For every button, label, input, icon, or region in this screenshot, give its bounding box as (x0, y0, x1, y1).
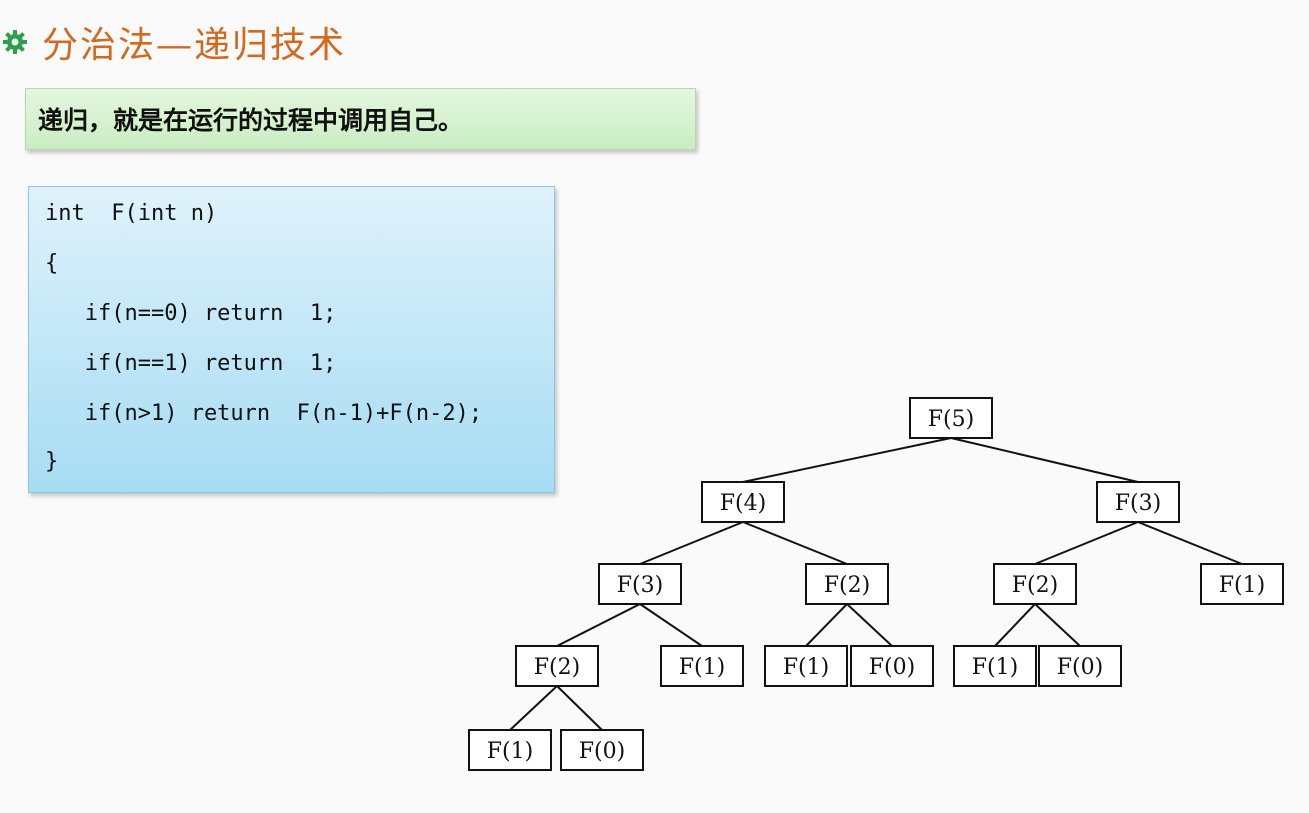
tree-node-label: F(3) (1115, 491, 1161, 516)
tree-node-box (764, 645, 848, 687)
tree-node: F(2) (993, 563, 1077, 605)
definition-box: 递归，就是在运行的过程中调用自己。 (25, 88, 696, 150)
tree-node-box (660, 645, 744, 687)
tree-node-box (1096, 481, 1180, 523)
tree-node-label: F(1) (487, 739, 533, 764)
code-line: if(n==0) return 1; (45, 301, 337, 326)
tree-node-box (598, 563, 682, 605)
tree-node-box (1200, 563, 1284, 605)
tree-node: F(1) (953, 645, 1037, 687)
tree-edge (994, 603, 1036, 647)
tree-edge (639, 603, 703, 647)
tree-node-label: F(0) (579, 739, 625, 764)
tree-node-box (515, 645, 599, 687)
tree-node-label: F(0) (869, 655, 915, 680)
tree-node: F(3) (598, 563, 682, 605)
tree-node-box (953, 645, 1037, 687)
tree-node-box (560, 729, 644, 771)
tree-node-box (805, 563, 889, 605)
tree-edge (1034, 603, 1081, 647)
tree-edge (805, 603, 848, 647)
tree-node: F(1) (764, 645, 848, 687)
tree-edge (950, 437, 1139, 483)
tree-node: F(1) (468, 729, 552, 771)
gear-bullet-icon (3, 30, 27, 54)
tree-node: F(4) (701, 481, 785, 523)
tree-node-label: F(1) (972, 655, 1018, 680)
tree-edge (556, 685, 603, 731)
code-line: if(n>1) return F(n-1)+F(n-2); (45, 401, 483, 426)
tree-node-label: F(1) (1219, 573, 1265, 598)
tree-edge (1137, 521, 1243, 565)
tree-node-box (909, 397, 993, 439)
tree-node: F(0) (1038, 645, 1122, 687)
tree-node: F(5) (909, 397, 993, 439)
definition-text: 递归，就是在运行的过程中调用自己。 (38, 106, 464, 135)
tree-edge (639, 521, 744, 565)
code-line: } (45, 449, 59, 474)
tree-node-label: F(3) (617, 573, 663, 598)
tree-node-box (850, 645, 934, 687)
tree-node-box (468, 729, 552, 771)
tree-edge (846, 603, 893, 647)
tree-edge (509, 685, 558, 731)
tree-node-box (1038, 645, 1122, 687)
tree-edge (742, 437, 952, 483)
tree-node-label: F(2) (824, 573, 870, 598)
tree-edge (742, 521, 848, 565)
tree-node-label: F(2) (534, 655, 580, 680)
tree-node-box (993, 563, 1077, 605)
page-title: 分治法—递归技术 (42, 25, 347, 66)
code-block: int F(int n) { if(n==0) return 1; if(n==… (28, 186, 555, 493)
code-line: int F(int n) (45, 201, 218, 226)
code-line: { (45, 251, 59, 276)
tree-edge (1034, 521, 1139, 565)
tree-node: F(3) (1096, 481, 1180, 523)
tree-node: F(2) (805, 563, 889, 605)
tree-node-label: F(0) (1057, 655, 1103, 680)
tree-node-label: F(1) (783, 655, 829, 680)
tree-node: F(1) (1200, 563, 1284, 605)
tree-node-label: F(1) (679, 655, 725, 680)
tree-node-label: F(2) (1012, 573, 1058, 598)
tree-edge (556, 603, 641, 647)
slide-title: 分治法—递归技术 (0, 14, 346, 70)
tree-node-label: F(4) (720, 491, 766, 516)
tree-node: F(0) (850, 645, 934, 687)
tree-node-box (701, 481, 785, 523)
tree-node: F(0) (560, 729, 644, 771)
tree-node: F(2) (515, 645, 599, 687)
code-line: if(n==1) return 1; (45, 351, 337, 376)
tree-node-label: F(5) (928, 407, 974, 432)
tree-node: F(1) (660, 645, 744, 687)
